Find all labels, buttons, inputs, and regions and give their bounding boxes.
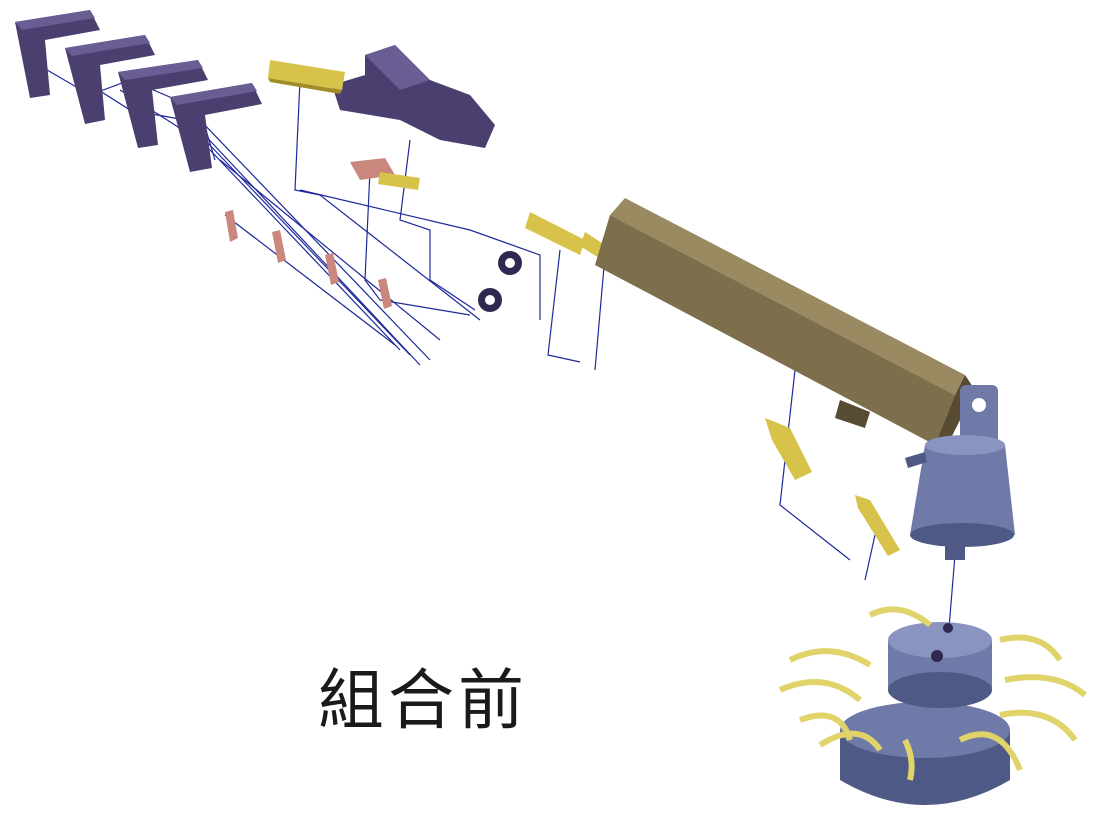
pin-icon <box>268 60 345 94</box>
gripper-finger-icon <box>65 35 155 124</box>
gripper-finger-icon <box>118 60 208 148</box>
gripper-finger-icon <box>15 10 100 98</box>
link-plate-icon <box>225 158 420 309</box>
rotating-base-icon <box>778 606 1087 805</box>
nut-icon <box>478 251 522 312</box>
gripper-housing-icon <box>332 45 495 148</box>
assembly-guide-lines <box>29 59 956 641</box>
arm-beam-icon <box>595 198 975 450</box>
diagram-caption: 組合前 <box>318 662 528 739</box>
cone-joint-icon <box>905 385 1015 560</box>
gripper-finger-icon <box>170 83 262 172</box>
